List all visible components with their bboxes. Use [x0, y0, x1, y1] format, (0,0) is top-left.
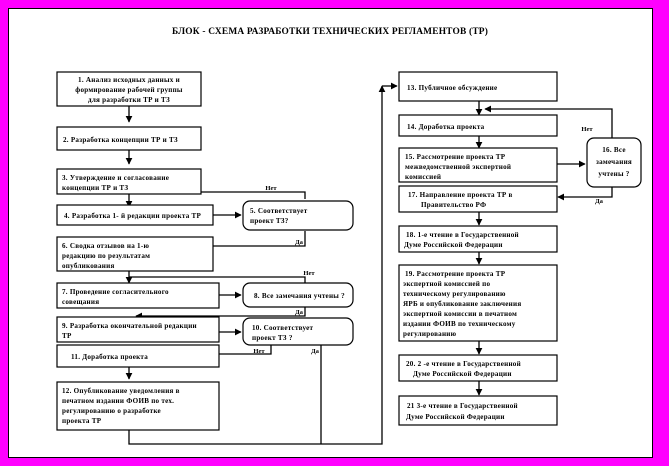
node-8-line-0: 8. Все замечания учтены ?	[254, 292, 345, 300]
node-12-line-2: регулированию о разработке	[62, 407, 161, 415]
node-6-line-1: редакцию по результатам	[62, 252, 150, 260]
node-5-line-1: проект ТЗ?	[250, 217, 289, 225]
label-8-no: Нет	[303, 270, 315, 277]
node-17-line-0: 17. Направление проекта ТР в	[408, 191, 513, 199]
node-12-line-3: проекта ТР	[62, 417, 102, 425]
node-6-line-2: опубликования	[62, 262, 115, 270]
node-3-line-0: 3. Утверждение и согласование	[62, 174, 169, 182]
node-8[interactable]: 8. Все замечания учтены ?	[242, 282, 354, 308]
node-1-line-2: для разработки ТР и ТЗ	[88, 96, 170, 104]
label-10-no: Нет	[253, 348, 265, 355]
node-11-line-0: 11. Доработка проекта	[71, 353, 148, 361]
node-9-line-0: 9. Разработка окончательной редакции	[62, 322, 197, 330]
node-13[interactable]: 13. Публичное обсуждение	[398, 71, 558, 102]
edge-labels: Нет Да Нет Да Нет Да Нет Да	[253, 126, 603, 355]
node-9-line-1: ТР	[62, 332, 72, 340]
node-14[interactable]: 14. Доработка проекта	[398, 114, 558, 137]
node-16-line-1: замечания	[596, 158, 632, 166]
node-15-line-1: межведомственной экспертной	[405, 163, 511, 171]
label-16-no: Нет	[581, 126, 593, 133]
node-19-line-4: экспертной комиссии в печатном	[403, 310, 517, 318]
node-20-line-0: 20. 2 -е чтение в Государственной	[406, 360, 521, 368]
node-3-line-1: концепции ТР и ТЗ	[62, 184, 128, 192]
node-11[interactable]: 11. Доработка проекта	[56, 344, 220, 368]
node-19-line-0: 19. Рассмотрение проекта ТР	[405, 270, 506, 278]
node-16[interactable]: 16. Все замечания учтены ?	[586, 137, 642, 188]
node-2[interactable]: 2. Разработка концепции ТР и ТЗ	[56, 126, 202, 151]
node-12[interactable]: 12. Опубликование уведомления в печатном…	[56, 381, 220, 431]
link-16-no-to-14	[484, 105, 613, 141]
node-7-line-0: 7. Проведение согласительного	[62, 288, 169, 296]
node-19-line-3: ЯРБ и опубликование заключения	[403, 300, 521, 308]
node-7[interactable]: 7. Проведение согласительного совещания	[56, 282, 220, 309]
flowchart-svg: БЛОК - СХЕМА РАЗРАБОТКИ ТЕХНИЧЕСКИХ РЕГЛ…	[56, 26, 642, 445]
node-20-line-1: Думе Российской Федерации	[413, 370, 512, 378]
node-10-line-0: 10. Соответствует	[252, 324, 313, 332]
node-15-line-0: 15. Рассмотрение проекта ТР	[405, 153, 506, 161]
node-4[interactable]: 4. Разработка 1- й редакции проекта ТР	[56, 204, 214, 226]
node-15-line-2: комиссией	[405, 173, 441, 181]
node-21-line-0: 21 3-е чтение в Государственной	[407, 402, 518, 410]
node-3[interactable]: 3. Утверждение и согласование концепции …	[56, 168, 202, 195]
node-1[interactable]: 1. Анализ исходных данных и формирование…	[56, 71, 202, 107]
node-4-line-0: 4. Разработка 1- й редакции проекта ТР	[64, 212, 201, 220]
node-15[interactable]: 15. Рассмотрение проекта ТР межведомстве…	[398, 147, 558, 183]
node-21-line-1: Думе Российской Федерации	[406, 413, 505, 421]
node-12-line-1: печатном издании ФОИВ по тех.	[62, 397, 174, 405]
link-12-to-13	[128, 85, 386, 445]
node-14-line-0: 14. Доработка проекта	[407, 123, 485, 131]
label-10-yes: Да	[311, 348, 320, 355]
label-8-yes: Да	[295, 309, 304, 316]
node-13-line-0: 13. Публичное обсуждение	[407, 84, 497, 92]
node-20[interactable]: 20. 2 -е чтение в Государственной Думе Р…	[398, 354, 558, 382]
label-5-no: Нет	[265, 185, 277, 192]
connectors	[125, 82, 613, 445]
node-19-line-5: издании ФОИВ по техническому	[403, 320, 516, 328]
label-5-yes: Да	[295, 239, 304, 246]
node-6-line-0: 6. Сводка отзывов на 1-ю	[62, 242, 149, 250]
node-10-line-1: проект ТЗ ?	[252, 334, 293, 342]
node-19-line-1: экспертной комиссией по	[403, 280, 490, 288]
node-10[interactable]: 10. Соответствует проект ТЗ ?	[242, 317, 354, 346]
link-8-yes-to-9	[135, 307, 306, 320]
link-8-no-to-7	[129, 276, 306, 283]
node-19[interactable]: 19. Рассмотрение проекта ТР экспертной к…	[398, 264, 558, 342]
node-18[interactable]: 18. 1-е чтение в Государственной Думе Ро…	[398, 225, 558, 253]
node-19-line-6: регулированию	[403, 330, 457, 338]
link-16-yes-to-17	[557, 187, 613, 201]
node-17-line-1: Правительство РФ	[421, 201, 486, 209]
node-18-line-0: 18. 1-е чтение в Государственной	[406, 231, 519, 239]
node-18-line-1: Думе Российской Федерации	[404, 241, 503, 249]
node-5[interactable]: 5. Соответствует проект ТЗ?	[242, 200, 354, 231]
label-16-yes: Да	[595, 198, 604, 205]
node-19-line-2: техническому регулированию	[403, 290, 506, 298]
flowchart-canvas: БЛОК - СХЕМА РАЗРАБОТКИ ТЕХНИЧЕСКИХ РЕГЛ…	[8, 8, 653, 458]
node-16-line-2: учтены ?	[598, 170, 629, 178]
node-7-line-1: совещания	[62, 298, 99, 306]
node-2-line-0: 2. Разработка концепции ТР и ТЗ	[63, 136, 178, 144]
node-21[interactable]: 21 3-е чтение в Государственной Думе Рос…	[398, 395, 558, 426]
node-1-line-1: формирование рабочей группы	[75, 86, 183, 94]
node-5-line-0: 5. Соответствует	[250, 207, 308, 215]
node-1-line-0: 1. Анализ исходных данных и	[78, 76, 180, 84]
node-12-line-0: 12. Опубликование уведомления в	[62, 387, 180, 395]
node-16-line-0: 16. Все	[602, 146, 626, 154]
node-17[interactable]: 17. Направление проекта ТР в Правительст…	[398, 185, 558, 213]
node-6[interactable]: 6. Сводка отзывов на 1-ю редакцию по рез…	[56, 236, 214, 272]
page-title: БЛОК - СХЕМА РАЗРАБОТКИ ТЕХНИЧЕСКИХ РЕГЛ…	[172, 26, 488, 37]
node-9[interactable]: 9. Разработка окончательной редакции ТР	[56, 316, 220, 343]
